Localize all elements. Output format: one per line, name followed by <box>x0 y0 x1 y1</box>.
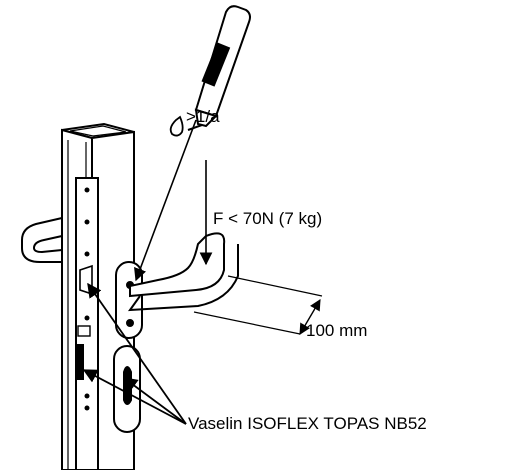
lubrication-arrow-cylinder <box>122 377 187 425</box>
faceplate-screw <box>84 405 90 411</box>
door-lever-handle <box>129 232 226 298</box>
lubricant-label: Vaselin ISOFLEX TOPAS NB52 <box>188 414 427 433</box>
faceplate-screw <box>84 187 90 193</box>
faceplate-screw <box>84 393 90 399</box>
interval-label: >1/a <box>186 107 220 126</box>
dead-bolt <box>76 344 84 380</box>
lubricant-tube <box>169 5 251 137</box>
faceplate-screw <box>84 251 90 257</box>
faceplate-screw <box>84 315 90 321</box>
distance-label: 100 mm <box>306 321 368 340</box>
back-lever <box>21 217 63 263</box>
lock-faceplate <box>75 177 99 470</box>
force-label: F < 70N (7 kg) <box>213 209 323 228</box>
lubricant-drop <box>169 115 184 137</box>
cylinder-escutcheon <box>113 345 141 433</box>
lubrication-arrow-rosette <box>134 119 197 282</box>
lubrication-arrow-latch <box>87 282 187 425</box>
latch-bolt <box>79 264 93 296</box>
faceplate-screw <box>84 219 90 225</box>
distance-arrow <box>299 299 321 335</box>
dimension-lines <box>193 275 323 335</box>
lubrication-arrow-bolt <box>82 369 187 425</box>
tube-brand-band <box>201 42 231 87</box>
